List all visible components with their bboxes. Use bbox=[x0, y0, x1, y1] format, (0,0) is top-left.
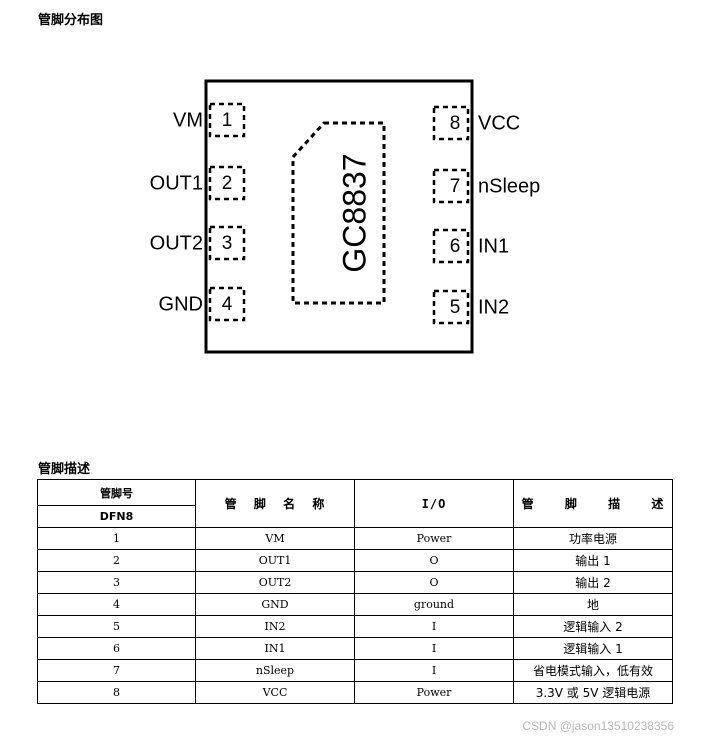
pin-description-cell: 输出 1 bbox=[513, 549, 673, 572]
pin-io-cell: I bbox=[354, 637, 514, 660]
pin-description-cell: 逻辑输入 1 bbox=[513, 637, 673, 660]
pin-number-cell: 5 bbox=[37, 615, 196, 638]
pin-number-cell: 7 bbox=[37, 659, 196, 682]
pin-pad-3 bbox=[208, 225, 246, 261]
pin-number-2: 2 bbox=[222, 173, 233, 194]
right-pin-group: 8 VCC 7 nSleep 6 IN1 5 IN2 bbox=[432, 105, 540, 325]
pin-pad-7 bbox=[432, 168, 470, 204]
header-io: I/O bbox=[354, 479, 514, 528]
pin-number-1: 1 bbox=[222, 110, 233, 131]
pin-pad-5 bbox=[432, 289, 470, 325]
pin-number-7: 7 bbox=[450, 176, 461, 197]
pin-io-cell: Power bbox=[354, 681, 514, 704]
pin-name-cell: OUT1 bbox=[195, 549, 355, 572]
pin-number-cell: 1 bbox=[37, 527, 196, 550]
pin-io-cell: Power bbox=[354, 527, 514, 550]
pin-diagram: GC8837 1 VM 2 OUT1 3 OUT2 4 GND 8 VCC 7 nSleep 6 IN1… bbox=[150, 79, 540, 354]
pin-description-cell: 功率电源 bbox=[513, 527, 673, 550]
pin-io-cell: O bbox=[354, 549, 514, 572]
pin-number-6: 6 bbox=[450, 236, 461, 257]
pin-number-3: 3 bbox=[222, 233, 233, 254]
pin-label-4: GND bbox=[159, 293, 203, 315]
pin-number-cell: 4 bbox=[37, 593, 196, 616]
pin-number-cell: 3 bbox=[37, 571, 196, 594]
pin-number-cell: 2 bbox=[37, 549, 196, 572]
pin-pad-6 bbox=[432, 228, 470, 264]
watermark: CSDN @jason13510238356 bbox=[522, 719, 674, 733]
pin-io-cell: ground bbox=[354, 593, 514, 616]
header-pin-name: 管 脚 名 称 bbox=[195, 479, 355, 528]
pin-io-cell: I bbox=[354, 615, 514, 638]
pin-name-cell: IN1 bbox=[195, 637, 355, 660]
pin-label-2: OUT1 bbox=[150, 172, 203, 194]
pin-number-8: 8 bbox=[450, 113, 461, 134]
pin-pad-1 bbox=[208, 102, 246, 138]
pin-label-5: IN2 bbox=[478, 296, 509, 318]
pin-label-8: VCC bbox=[478, 112, 520, 134]
header-package: DFN8 bbox=[37, 505, 196, 528]
pin-name-cell: GND bbox=[195, 593, 355, 616]
pin-number-4: 4 bbox=[222, 294, 233, 315]
pin-pad-2 bbox=[208, 165, 246, 201]
pin-number-cell: 6 bbox=[37, 637, 196, 660]
pin-description-cell: 输出 2 bbox=[513, 571, 673, 594]
exposed-pad bbox=[291, 121, 386, 305]
pin-label-6: IN1 bbox=[478, 235, 509, 257]
pin-name-cell: IN2 bbox=[195, 615, 355, 638]
pin-description-cell: 3.3V 或 5V 逻辑电源 bbox=[513, 681, 673, 704]
pin-diagram-title: 管脚分布图 bbox=[38, 13, 104, 28]
pin-label-7: nSleep bbox=[478, 175, 540, 197]
pin-pad-4 bbox=[208, 286, 246, 322]
chip-name: GC8837 bbox=[336, 153, 372, 272]
header-pin-description: 管 脚 描 述 bbox=[513, 479, 673, 528]
pin-pad-8 bbox=[432, 105, 470, 141]
pin-name-cell: VCC bbox=[195, 681, 355, 704]
pin-number-cell: 8 bbox=[37, 681, 196, 704]
pin-io-cell: I bbox=[354, 659, 514, 682]
package-outline bbox=[204, 79, 474, 354]
pin-label-3: OUT2 bbox=[150, 232, 203, 254]
pin-description-cell: 逻辑输入 2 bbox=[513, 615, 673, 638]
pin-description-cell: 地 bbox=[513, 593, 673, 616]
left-pin-group: 1 VM 2 OUT1 3 OUT2 4 GND bbox=[150, 102, 246, 322]
header-pin-number: 管脚号 bbox=[37, 479, 196, 506]
pin-io-cell: O bbox=[354, 571, 514, 594]
pin-name-cell: VM bbox=[195, 527, 355, 550]
pin-description-title: 管脚描述 bbox=[38, 462, 91, 477]
pin-description-cell: 省电模式输入，低有效 bbox=[513, 659, 673, 682]
pin-name-cell: nSleep bbox=[195, 659, 355, 682]
pin-label-1: VM bbox=[173, 109, 203, 131]
pin-name-cell: OUT2 bbox=[195, 571, 355, 594]
pin-number-5: 5 bbox=[450, 297, 461, 318]
